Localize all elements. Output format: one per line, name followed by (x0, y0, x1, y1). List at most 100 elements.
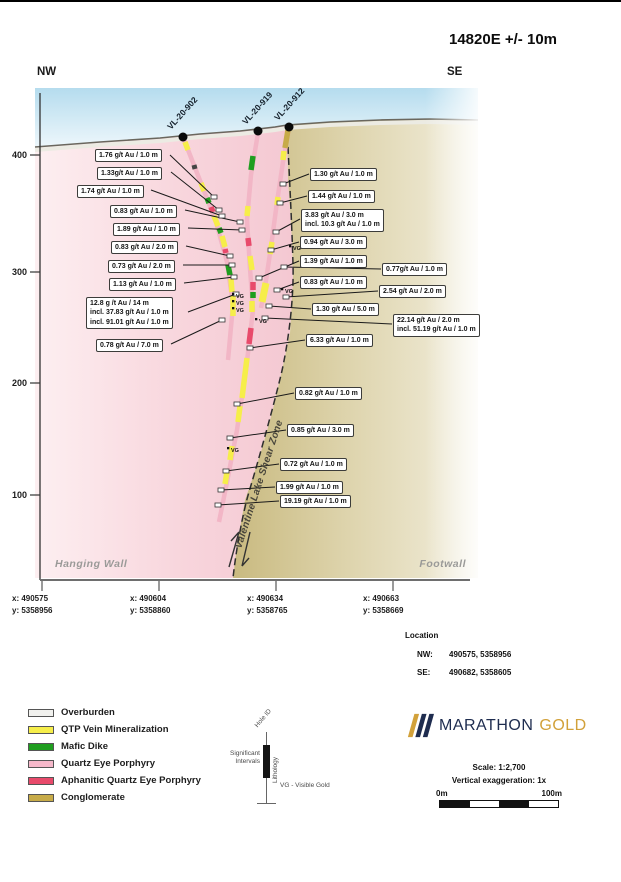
drill-collars (178, 122, 294, 142)
location-block: Location NW: 490575, 5358956 SE: 490682,… (405, 631, 511, 686)
overburden-band (34, 119, 479, 152)
coord-x-label: x: 490604 (130, 594, 167, 603)
assay-callout: 12.8 g /t Au / 14 m incl. 37.83 g/t Au /… (86, 297, 173, 330)
vg-tags: VG VG VG VG VG VG VG (227, 245, 301, 454)
scale-block: Scale: 1:2,700 Vertical exaggeration: 1x… (425, 763, 573, 808)
scale-bar-min: 0m (436, 789, 448, 798)
callout-leaders (150, 154, 393, 506)
scale-bar-max: 100m (541, 789, 562, 798)
assay-callout: 0.83 g/t Au / 1.0 m (110, 205, 177, 219)
assay-callout: 0.82 g/t Au / 1.0 m (295, 387, 362, 401)
assay-callout: 0.83 g/t Au / 2.0 m (111, 241, 178, 255)
vg-tag: VG (231, 448, 239, 454)
elevation-tick-label: 400 (12, 150, 27, 160)
vg-tag: VG (236, 294, 244, 300)
coord-y-label: y: 5358956 (12, 606, 53, 615)
top-border (0, 0, 621, 2)
legend-item: Aphanitic Quartz Eye Porphyry (28, 775, 201, 786)
key-hole-id-label: Hole ID (253, 707, 273, 729)
assay-callout: 1.89 g/t Au / 1.0 m (113, 223, 180, 237)
key-interval-bar (263, 745, 270, 778)
section-title: 14820E +/- 10m (449, 31, 557, 48)
scale-bar-segment (499, 801, 529, 807)
coord-y-label: y: 5358860 (130, 606, 171, 615)
assay-callout: 1.39 g/t Au / 1.0 m (300, 255, 367, 269)
assay-callout: 0.94 g/t Au / 3.0 m (300, 236, 367, 250)
assay-callout: 3.83 g/t Au / 3.0 m incl. 10.3 g/t Au / … (301, 209, 384, 232)
legend-item: Quartz Eye Porphyry (28, 758, 201, 769)
drill-trace-vl-20-902 (180, 136, 236, 361)
hanging-wall-label: Hanging Wall (55, 558, 128, 570)
legend-swatch (28, 793, 54, 802)
assay-callout: 0.83 g/t Au / 1.0 m (300, 276, 367, 290)
location-row: SE: 490682, 5358605 (417, 668, 511, 677)
shear-zone-line (232, 124, 294, 579)
elevation-tick-label: 100 (12, 490, 27, 500)
key-visible-gold-note: VG - Visible Gold (280, 782, 330, 789)
assay-callout: 2.54 g/t Au / 2.0 m (379, 285, 446, 299)
legend-label: Quartz Eye Porphyry (61, 758, 155, 769)
interval-markers (210, 181, 290, 508)
assay-callout: 1.30 g/t Au / 1.0 m (310, 168, 377, 182)
assay-callout: 0.85 g/t Au / 3.0 m (287, 424, 354, 438)
assay-callout: 22.14 g/t Au / 2.0 m incl. 51.19 g/t Au … (393, 314, 480, 337)
assay-callout: 6.33 g/t Au / 1.0 m (306, 334, 373, 348)
elevation-tick-label: 200 (12, 378, 27, 388)
logo-text-marathon: MARATHON (439, 716, 534, 734)
assay-callout: 1.76 g/t Au / 1.0 m (95, 149, 162, 163)
assay-callout: 0.72 g/t Au / 1.0 m (280, 458, 347, 472)
scale-bar (439, 800, 559, 808)
vg-tag: VG (285, 289, 293, 295)
coordinate-axis (40, 579, 470, 591)
legend-swatch (28, 742, 54, 751)
vertical-exaggeration-text: Vertical exaggeration: 1x (451, 776, 547, 785)
coord-x-label: x: 490575 (12, 594, 49, 603)
logo-text-gold: GOLD (539, 716, 587, 734)
assay-callout: 1.44 g/t Au / 1.0 m (308, 190, 375, 204)
assay-callout: 0.73 g/t Au / 2.0 m (108, 260, 175, 274)
coord-y-label: y: 5358669 (363, 606, 404, 615)
assay-callout: 1.99 g/t Au / 1.0 m (276, 481, 343, 495)
scale-bar-labels: 0m 100m (436, 789, 562, 798)
legend-item: Overburden (28, 707, 201, 718)
assay-callout: 0.77g/t Au / 1.0 m (382, 263, 447, 277)
legend-label: Aphanitic Quartz Eye Porphyry (61, 775, 201, 786)
legend-swatch (28, 708, 54, 717)
assay-callout: 1.13 g/t Au / 1.0 m (109, 278, 176, 292)
legend-item: QTP Vein Mineralization (28, 724, 201, 735)
location-key: NW: (417, 650, 433, 659)
scale-bar-segment (440, 801, 470, 807)
location-heading: Location (405, 631, 439, 640)
coord-x-label: x: 490663 (363, 594, 400, 603)
legend-swatch (28, 776, 54, 785)
assay-callout: 1.74 g/t Au / 1.0 m (77, 185, 144, 199)
legend-swatch (28, 725, 54, 734)
key-significant-intervals-label: Significant Intervals (230, 750, 260, 765)
marathon-gold-logo: MARATHON GOLD (406, 712, 587, 739)
marathon-gold-logo-mark (407, 713, 434, 738)
elevation-axis (30, 93, 41, 580)
vg-tag: VG (259, 319, 267, 325)
location-row: NW: 490575, 5358956 (417, 650, 511, 659)
location-value: 490682, 5358605 (449, 668, 512, 677)
lithology-legend: Overburden QTP Vein Mineralization Mafic… (28, 707, 201, 809)
vg-tag: VG (236, 308, 244, 314)
legend-label: QTP Vein Mineralization (61, 724, 169, 735)
coord-x-label: x: 490634 (247, 594, 284, 603)
assay-callout: 1.30 g/t Au / 5.0 m (312, 303, 379, 317)
legend-item: Mafic Dike (28, 741, 201, 752)
legend-label: Conglomerate (61, 792, 125, 803)
legend-item: Conglomerate (28, 792, 201, 803)
scale-bar-segment (528, 801, 558, 807)
vg-tag: VG (236, 301, 244, 307)
nw-label: NW (37, 66, 57, 78)
assay-callout: 19.19 g/t Au / 1.0 m (280, 495, 351, 509)
legend-swatch (28, 759, 54, 768)
footwall-label: Footwall (419, 558, 466, 570)
scale-bar-segment (469, 801, 499, 807)
assay-callout: 0.78 g/t Au / 7.0 m (96, 339, 163, 353)
assay-callout: 1.33g/t Au / 1.0 m (97, 167, 162, 181)
key-lithology-label: Lithology (272, 756, 279, 783)
location-value: 490575, 5358956 (449, 650, 512, 659)
